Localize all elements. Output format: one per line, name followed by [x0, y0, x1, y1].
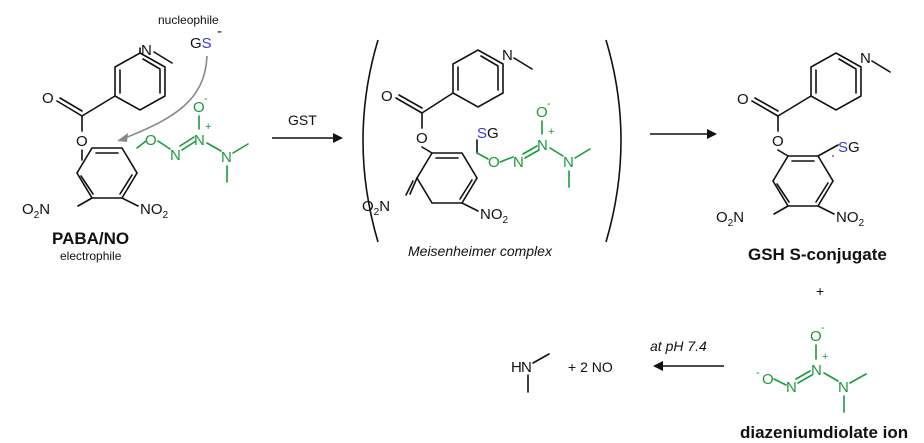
- mc-o2n: O2N: [362, 198, 390, 218]
- mc-o-minus: O: [536, 104, 548, 121]
- svg-text:+: +: [205, 121, 211, 133]
- gsh-ester-o: O: [772, 133, 784, 150]
- paba-n3: N: [221, 149, 232, 166]
- amine-n: N: [141, 42, 152, 59]
- svg-text:-: -: [821, 322, 825, 334]
- paba-no-role: electrophile: [60, 249, 122, 263]
- gs-anion: GS: [190, 35, 212, 52]
- svg-text:-: -: [547, 98, 551, 110]
- two-no-label: + 2 NO: [568, 359, 613, 375]
- dimethylamine-structure: H N: [511, 353, 550, 393]
- ph-label: at pH 7.4: [650, 338, 707, 354]
- attack-arrowhead: [117, 133, 128, 142]
- mc-o-link: O: [488, 154, 500, 171]
- mc-amine-n: N: [502, 47, 513, 64]
- mc-n3: N: [563, 154, 574, 171]
- paba-n2: N: [194, 132, 205, 149]
- meisenheimer-label: Meisenheimer complex: [408, 243, 553, 259]
- left-bracket: [362, 39, 379, 243]
- gsh-amine-n: N: [860, 50, 871, 67]
- svg-text:+: +: [548, 126, 554, 138]
- lower-ring: [76, 147, 138, 199]
- mc-ester-o: O: [416, 130, 428, 147]
- o2n-left: O2N: [22, 201, 50, 221]
- nucleophile-label: nucleophile: [158, 13, 219, 27]
- no2-right: NO2: [140, 201, 169, 221]
- gsh-carbonyl-o: O: [737, 91, 749, 108]
- dz-n2: N: [811, 362, 822, 379]
- ph-arrow: at pH 7.4: [650, 338, 724, 371]
- diazeniumdiolate-name: diazeniumdiolate ion: [740, 423, 908, 442]
- carbonyl-o: O: [42, 90, 54, 107]
- dz-n3: N: [838, 379, 849, 396]
- gsh-conjugate-structure: N O O SG O2N NO2: [716, 50, 891, 229]
- gsh-o2n: O2N: [716, 209, 744, 229]
- gsh-sg: SG: [838, 139, 860, 156]
- dz-o-minus-left: O: [762, 371, 774, 388]
- gsh-no2: NO2: [836, 209, 865, 229]
- diazeniumdiolate-structure: - O N N + O - N: [756, 322, 867, 413]
- meisenheimer-structure: N O O O2N NO2 SG O N N + O - N: [362, 39, 622, 243]
- mc-n2: N: [537, 137, 548, 154]
- paba-o-link: O: [145, 132, 157, 149]
- paba-n1: N: [170, 147, 181, 164]
- svg-text:-: -: [204, 93, 208, 105]
- dz-o-minus-top: O: [810, 328, 822, 345]
- product-arrow: [650, 129, 717, 139]
- dma-h: H: [511, 359, 522, 376]
- attack-arrow: [124, 55, 208, 139]
- paba-o-minus: O: [193, 99, 205, 116]
- gst-label: GST: [288, 112, 317, 128]
- gst-arrow: GST: [272, 112, 343, 143]
- svg-text:+: +: [822, 351, 828, 363]
- paba-no-name: PABA/NO: [52, 229, 129, 248]
- paba-no-structure: N O O O2N NO2 O N N + O - N: [22, 42, 249, 221]
- right-bracket: [605, 39, 622, 243]
- gsh-conjugate-name: GSH S-conjugate: [748, 245, 887, 264]
- mc-carbonyl-o: O: [381, 88, 393, 105]
- dz-n1: N: [786, 379, 797, 396]
- mc-no2: NO2: [480, 206, 509, 226]
- ester-o: O: [76, 133, 88, 150]
- nucleophile-group: nucleophile GS -: [117, 13, 222, 142]
- svg-text:-: -: [217, 23, 222, 40]
- upper-ring: [114, 52, 166, 111]
- svg-text:-: -: [756, 367, 760, 379]
- mc-n1: N: [513, 154, 524, 171]
- mc-sg: SG: [477, 125, 499, 142]
- plus-sign: +: [816, 283, 824, 299]
- dma-n: N: [521, 359, 532, 376]
